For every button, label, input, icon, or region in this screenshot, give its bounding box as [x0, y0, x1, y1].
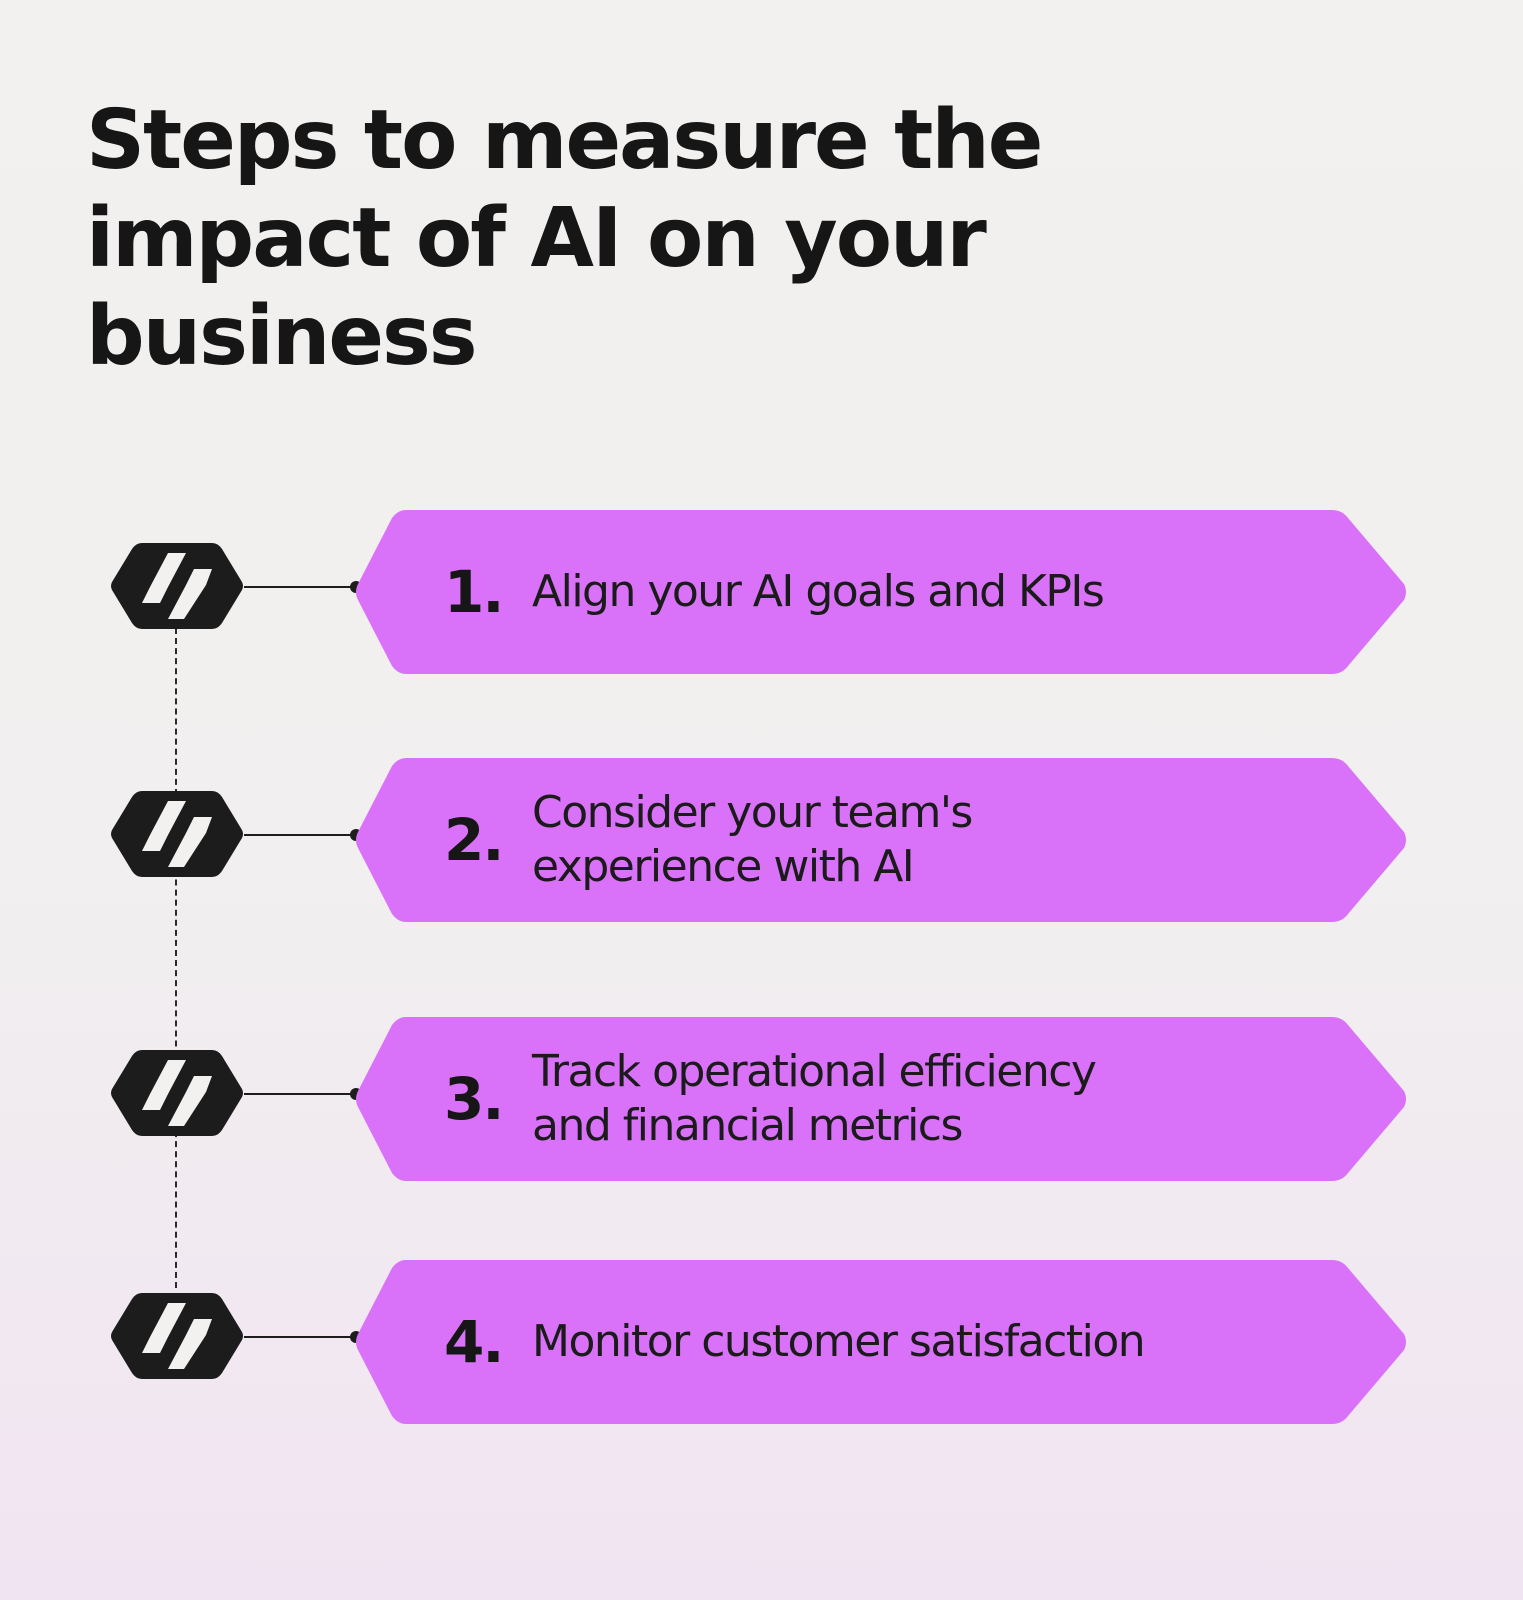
step-panel: 4. Monitor customer satisfaction	[354, 1258, 1408, 1426]
step-text-line: Track operational efficiency	[532, 1046, 1097, 1097]
vertical-dashed-connector	[175, 628, 177, 1288]
step-connector-line	[244, 1088, 362, 1100]
step-text: Align your AI goals and KPIs	[532, 508, 1332, 676]
step-connector-line	[244, 581, 362, 593]
step-number: 1.	[444, 558, 504, 626]
step-text-line: Align your AI goals and KPIs	[532, 566, 1105, 617]
step-4: 4. Monitor customer satisfaction	[0, 1258, 1523, 1428]
step-text-line: Monitor customer satisfaction	[532, 1316, 1146, 1367]
step-number: 4.	[444, 1308, 504, 1376]
lightning-hexagon-icon	[110, 1048, 244, 1138]
title-line-1: Steps to measure the	[86, 93, 1043, 188]
step-1: 1. Align your AI goals and KPIs	[0, 508, 1523, 678]
step-text: Monitor customer satisfaction	[532, 1258, 1332, 1426]
step-connector-line	[244, 1331, 362, 1343]
step-text-line: and financial metrics	[532, 1100, 963, 1151]
step-text-line: Consider your team's	[532, 787, 973, 838]
step-number: 2.	[444, 806, 504, 874]
page-title: Steps to measure the impact of AI on you…	[86, 92, 1236, 386]
step-text-line: experience with AI	[532, 841, 915, 892]
lightning-hexagon-icon	[110, 541, 244, 631]
lightning-hexagon-icon	[110, 789, 244, 879]
step-panel: 1. Align your AI goals and KPIs	[354, 508, 1408, 676]
title-line-3: business	[86, 289, 478, 384]
step-connector-line	[244, 829, 362, 841]
step-number: 3.	[444, 1065, 504, 1133]
title-line-2: impact of AI on your	[86, 191, 987, 286]
lightning-hexagon-icon	[110, 1291, 244, 1381]
